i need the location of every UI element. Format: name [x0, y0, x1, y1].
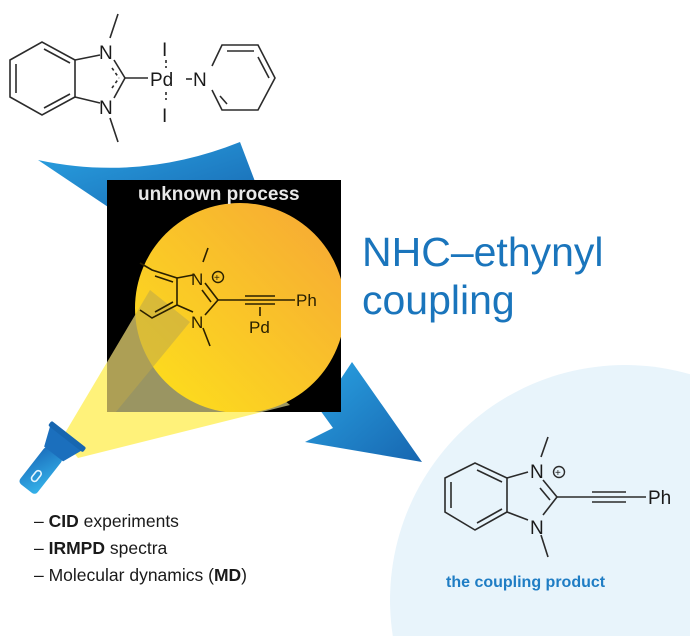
product-molecule — [444, 436, 646, 558]
method-abbrev: MD — [213, 565, 242, 585]
dash: – — [34, 565, 49, 585]
atom-i: I — [162, 40, 167, 61]
method-text: ) — [241, 565, 247, 585]
method-text: experiments — [78, 511, 179, 531]
atom-n: N — [99, 43, 113, 64]
methods-list: – CID experiments – IRMPD spectra – Mole… — [34, 508, 247, 589]
atom-ph: Ph — [296, 291, 317, 310]
method-text: Molecular dynamics ( — [48, 565, 214, 585]
atom-pd: Pd — [150, 70, 173, 91]
reactant-molecule — [9, 13, 276, 143]
atom-n: N — [99, 98, 113, 119]
title-line-2: coupling — [362, 277, 515, 323]
positive-charge-icon: + — [555, 468, 561, 479]
method-item: – CID experiments — [34, 508, 247, 535]
page-title: NHC–ethynyl coupling — [362, 228, 604, 324]
arrow-out — [305, 362, 422, 462]
atom-ph: Ph — [648, 488, 671, 509]
atom-n: N — [191, 313, 203, 332]
method-abbrev: IRMPD — [48, 538, 105, 558]
product-background — [390, 365, 690, 636]
atom-n: N — [530, 462, 544, 483]
unknown-process-label: unknown process — [138, 184, 300, 205]
product-label: the coupling product — [446, 574, 606, 591]
dash: – — [34, 538, 49, 558]
spotlight-circle — [135, 203, 341, 412]
method-item: – Molecular dynamics (MD) — [34, 562, 247, 589]
intermediate-molecule — [139, 247, 295, 347]
method-item: – IRMPD spectra — [34, 535, 247, 562]
title-line-1: NHC–ethynyl — [362, 229, 604, 275]
dash: – — [34, 511, 49, 531]
method-abbrev: CID — [48, 511, 79, 531]
atom-n: N — [530, 518, 544, 539]
atom-n: N — [193, 70, 207, 91]
method-text: spectra — [105, 538, 168, 558]
flashlight-icon — [19, 421, 86, 494]
atom-pd: Pd — [249, 318, 270, 337]
atom-n: N — [191, 270, 203, 289]
atom-i: I — [162, 106, 167, 127]
positive-charge-icon: + — [214, 273, 220, 284]
